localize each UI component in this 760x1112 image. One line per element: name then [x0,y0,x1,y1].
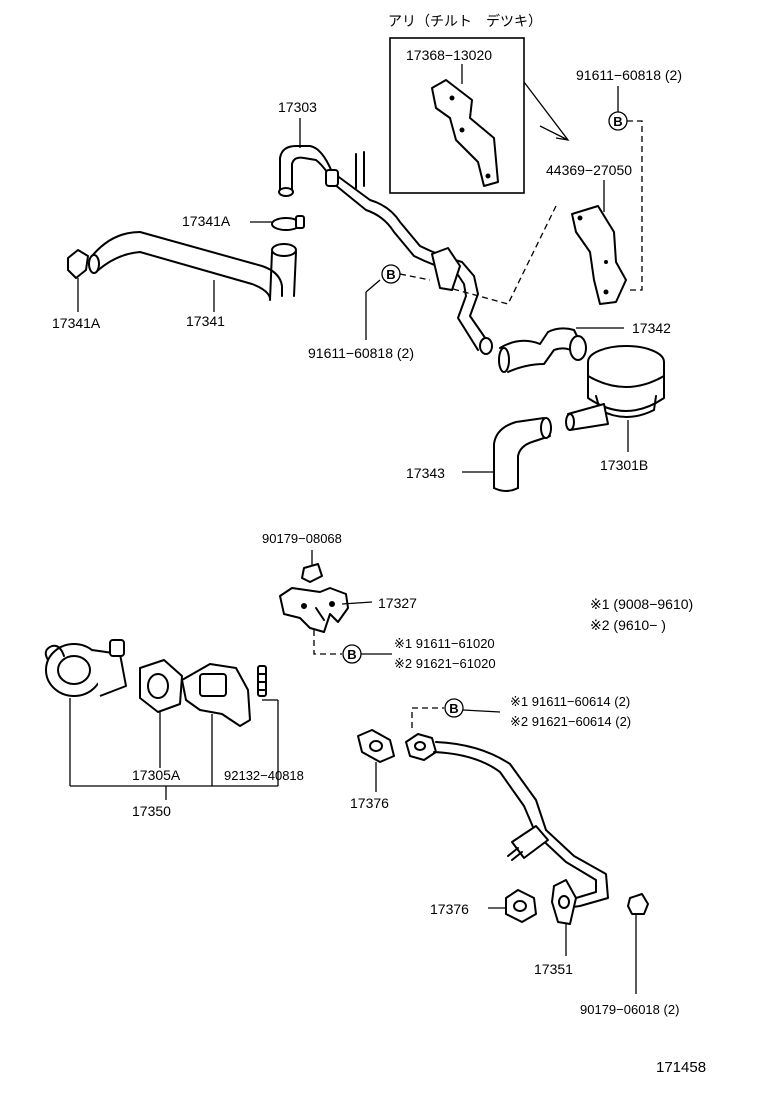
svg-text:B: B [347,647,356,662]
callout-b-17327: B [342,644,362,664]
label-17305A: 17305A [132,767,181,783]
flange-part [181,663,251,727]
label-17327-b2: ※2 91621−61020 [394,656,496,671]
label-17341A-top: 17341A [182,213,231,229]
bracket-44369-27050 [571,205,627,305]
gasket-17376-a [357,729,395,763]
bracket-17327 [279,587,349,633]
label-pipe-b2: ※2 91621−60614 (2) [510,714,631,729]
hose-17341 [88,231,297,301]
diagram-number: 171458 [656,1059,706,1076]
svg-text:B: B [449,701,458,716]
bracket-17368-13020 [431,79,499,187]
svg-text:B: B [386,267,395,282]
pipe-17351 [405,733,609,925]
label-17327: 17327 [378,595,417,611]
label-17303: 17303 [278,99,317,115]
canister-17301B [565,345,665,431]
hose-17342 [498,327,587,373]
inset-title: アリ（チルト デツキ） [388,13,542,30]
valve-17350 [44,639,127,697]
stud-92132-40818 [257,665,267,697]
callout-b-pipe: B [444,698,464,718]
label-17301B: 17301B [600,457,648,473]
label-90179-06018: 90179−06018 (2) [580,1002,679,1017]
label-91611-60818-mid: 91611−60818 (2) [308,345,414,361]
hose-17303 [278,145,493,355]
label-17368-13020: 17368−13020 [406,47,492,63]
label-17376-b: 17376 [430,901,469,917]
label-17351: 17351 [534,961,573,977]
gasket-17305A [139,659,183,713]
label-17327-b1: ※1 91611−61020 [394,636,495,651]
callout-b-mid: B [381,264,401,284]
clamp-17341A-top [271,215,305,231]
label-17350: 17350 [132,803,171,819]
gasket-17376-b [505,889,537,923]
label-92132-40818: 92132−40818 [224,768,304,783]
svg-text:B: B [613,114,622,129]
label-90179-08068: 90179−08068 [262,531,342,546]
label-17342: 17342 [632,320,671,336]
label-91611-60818-top: 91611−60818 (2) [576,67,682,83]
label-17343: 17343 [406,465,445,481]
label-17341A-left: 17341A [52,315,101,331]
callout-b-top: B [608,111,628,131]
label-44369-27050: 44369−27050 [546,162,632,178]
nut-90179-06018 [627,893,649,915]
nut-90179-08068 [301,563,323,583]
clamp-17341A-left [67,249,89,279]
note-2: ※2 (9610− ) [590,617,666,633]
note-1: ※1 (9008−9610) [590,596,693,612]
label-17341: 17341 [186,313,225,329]
label-17376-a: 17376 [350,795,389,811]
label-pipe-b1: ※1 91611−60614 (2) [510,694,630,709]
inset-box [389,37,525,194]
hose-17343 [493,417,552,492]
